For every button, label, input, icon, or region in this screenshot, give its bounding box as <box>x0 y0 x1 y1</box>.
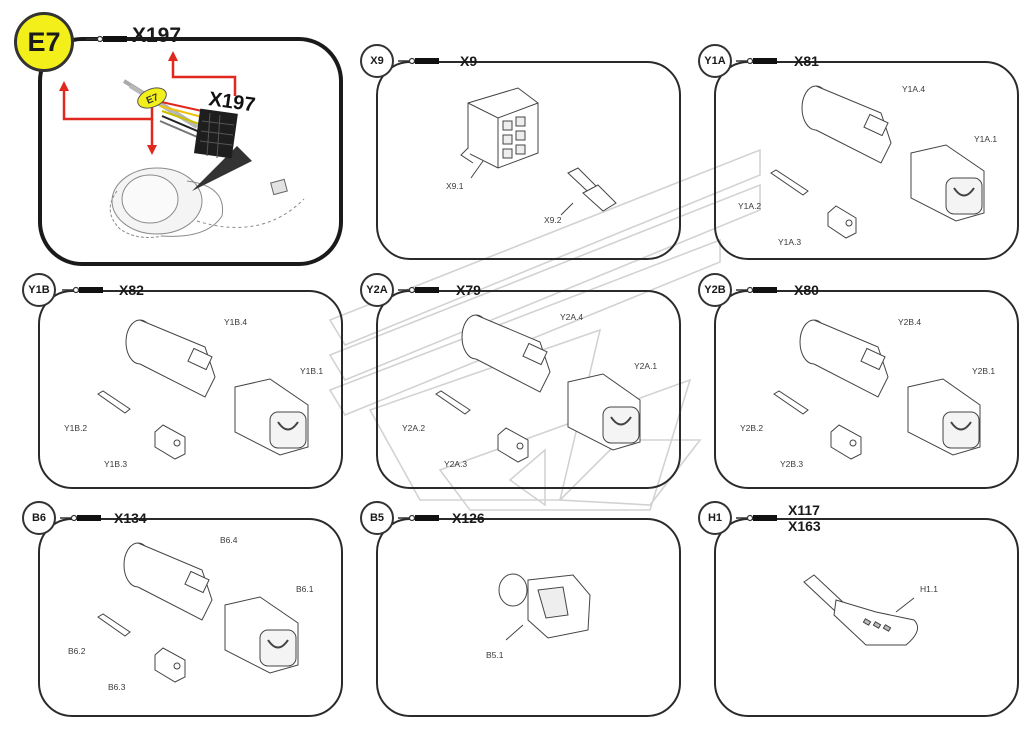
part-label: Y2B.4 <box>898 317 922 327</box>
part-label: Y2A.4 <box>560 312 584 322</box>
connector-code: X126 <box>452 510 485 526</box>
part-label: Y2B.1 <box>972 366 996 376</box>
part-label: B6.4 <box>220 535 238 545</box>
panel-E7: E7 X197 <box>38 37 343 266</box>
part-Y2B.4-drawing <box>799 319 889 398</box>
connector-pin-icon <box>736 57 777 65</box>
part-B6.3-drawing <box>154 647 186 683</box>
connector-pin-icon <box>60 514 101 522</box>
connector-pin-icon <box>736 514 777 522</box>
part-B6.4-drawing <box>123 542 213 621</box>
part-X9.1-drawing <box>460 87 539 179</box>
part-Y2B.2-drawing <box>773 390 809 415</box>
panel-B6: B6.4 B6.1 B6.2 B6.3 <box>38 518 343 717</box>
part-label: Y2B.3 <box>780 459 804 469</box>
part-Y1A.2-drawing <box>770 169 809 196</box>
part-B6.2-drawing <box>97 613 131 637</box>
part-label: Y1A.4 <box>902 84 926 94</box>
part-label: Y2A.1 <box>634 361 658 371</box>
part-Y2B.3-drawing <box>830 424 862 460</box>
connector-code: X9 <box>460 53 478 69</box>
part-Y2A.1-drawing <box>567 373 641 451</box>
part-label: Y1B.2 <box>64 423 88 433</box>
part-B6.1-drawing <box>224 596 299 674</box>
svg-text:E7: E7 <box>145 92 161 107</box>
part-label: B6.3 <box>108 682 126 692</box>
connector-pin-icon <box>62 286 103 294</box>
part-X9.2-drawing <box>560 167 617 216</box>
part-Y1A.4-drawing <box>801 85 892 164</box>
panel-Y2B: Y2B.4 Y2B.1 Y2B.2 Y2B.3 <box>714 290 1019 489</box>
part-label: Y2A.2 <box>402 423 426 433</box>
part-Y1B.4-drawing <box>125 319 216 398</box>
part-Y1A.1-drawing <box>910 144 985 222</box>
part-label: Y1A.2 <box>738 201 762 211</box>
panel-Y2A: Y2A.4 Y2A.1 Y2A.2 Y2A.3 <box>376 290 681 489</box>
badge-H1: H1 <box>698 501 732 535</box>
part-Y1B.2-drawing <box>97 390 131 414</box>
part-label: Y2B.2 <box>740 423 764 433</box>
part-label: B6.2 <box>68 646 86 656</box>
badge-Y2A: Y2A <box>360 273 394 307</box>
part-label: X9.1 <box>446 181 464 191</box>
part-Y1B.3-drawing <box>154 424 186 460</box>
connector-code: X134 <box>114 510 147 526</box>
e7-component-illustration: E7 X197 <box>59 51 305 238</box>
panel-Y1A: Y1A.4 Y1A.1 Y1A.2 Y1A.3 <box>714 61 1019 260</box>
part-Y1A.3-drawing <box>827 205 857 239</box>
part-Y2A.4-drawing <box>461 314 551 393</box>
badge-B5: B5 <box>360 501 394 535</box>
connector-code: X197 <box>132 24 182 47</box>
panel-B5: B5.1 <box>376 518 681 717</box>
part-label: Y2A.3 <box>444 459 468 469</box>
panel-Y1B: Y1B.4 Y1B.1 Y1B.2 Y1B.3 <box>38 290 343 489</box>
connector-code: X81 <box>794 53 819 69</box>
part-Y2A.2-drawing <box>435 390 471 415</box>
e7-tag: E7 <box>137 87 167 109</box>
part-label: Y1B.1 <box>300 366 324 376</box>
panel-X9: X9.1 X9.2 <box>376 61 681 260</box>
connector-code: X79 <box>456 282 481 298</box>
part-B5.1-drawing <box>498 573 591 641</box>
connector-code: X82 <box>119 282 144 298</box>
badge-B6: B6 <box>22 501 56 535</box>
connector-pin-icon <box>86 35 127 43</box>
part-label: Y1A.1 <box>974 134 998 144</box>
part-H1.1-drawing <box>803 574 919 646</box>
connector-code: X80 <box>794 282 819 298</box>
part-label: X9.2 <box>544 215 562 225</box>
part-label: B6.1 <box>296 584 314 594</box>
badge-E7: E7 <box>14 12 74 72</box>
part-label: Y1A.3 <box>778 237 802 247</box>
connector-pin-icon <box>398 286 439 294</box>
badge-Y1A: Y1A <box>698 44 732 78</box>
part-Y2A.3-drawing <box>497 427 529 463</box>
connector-pin-icon <box>398 57 439 65</box>
part-label: Y1B.3 <box>104 459 128 469</box>
panel-H1: H1.1 <box>714 518 1019 717</box>
part-Y2B.1-drawing <box>907 378 981 456</box>
part-label: B5.1 <box>486 650 504 660</box>
connector-pin-icon <box>736 286 777 294</box>
badge-Y1B: Y1B <box>22 273 56 307</box>
part-label: Y1B.4 <box>224 317 248 327</box>
connector-code: X117 X163 <box>788 502 821 534</box>
connector-pin-icon <box>398 514 439 522</box>
badge-Y2B: Y2B <box>698 273 732 307</box>
badge-X9: X9 <box>360 44 394 78</box>
part-label: H1.1 <box>920 584 938 594</box>
part-Y1B.1-drawing <box>234 378 309 456</box>
